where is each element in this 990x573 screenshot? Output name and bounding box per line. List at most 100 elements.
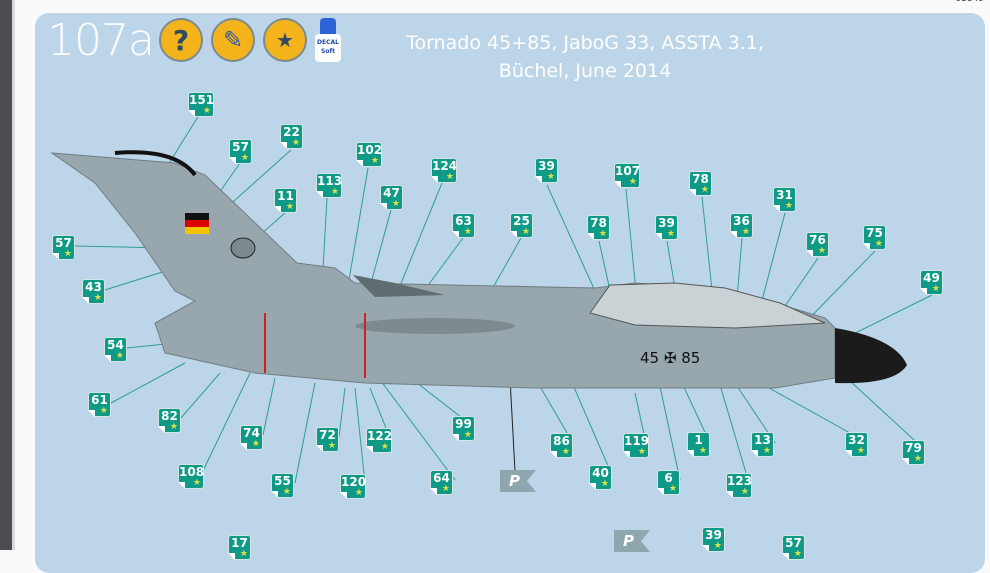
star-icon: ★: [445, 172, 454, 182]
flag-p: P: [614, 530, 650, 552]
decal-number-tag: 74★: [240, 425, 263, 450]
star-icon: ★: [370, 156, 379, 166]
star-icon: ★: [740, 487, 749, 497]
decal-number-tag: 17★: [228, 535, 251, 560]
star-icon: ★: [546, 172, 555, 182]
decal-number-tag: 119★: [623, 433, 650, 458]
star-icon: ★: [741, 227, 750, 237]
decal-number-tag: 57★: [52, 235, 75, 260]
aircraft-illustration: 45 ✠ 85: [50, 114, 933, 484]
star-icon: ★: [202, 106, 211, 116]
decal-number-tag: 123★: [726, 473, 753, 498]
paint-brush-icon: ✎: [211, 18, 255, 62]
decal-number-tag: 99★: [452, 416, 475, 441]
star-icon: ★: [698, 446, 707, 456]
decal-number-tag: 61★: [88, 392, 111, 417]
star-icon: ★: [330, 187, 339, 197]
decal-number-tag: 43★: [82, 279, 105, 304]
decal-number-tag: 39★: [655, 215, 678, 240]
star-icon: ★: [354, 488, 363, 498]
decal-number-tag: 36★: [730, 213, 753, 238]
star-icon: ★: [762, 446, 771, 456]
decal-number-tag: 120★: [340, 474, 367, 499]
aircraft: [50, 150, 907, 389]
title-line-1: Tornado 45+85, JaboG 33, ASSTA 3.1,: [406, 32, 764, 54]
decal-number-tag: 39★: [535, 158, 558, 183]
star-icon: ★: [713, 541, 722, 551]
decal-number-tag: 76★: [806, 232, 829, 257]
star-icon: ★: [441, 484, 450, 494]
decal-number-tag: 1★: [687, 432, 710, 457]
decal-number-tag: 72★: [316, 427, 339, 452]
star-icon: ★: [115, 351, 124, 361]
step-number: 107a: [47, 15, 155, 66]
decal-number-tag: 6★: [657, 470, 680, 495]
decal-number-tag: 47★: [380, 185, 403, 210]
decal-number-tag: 78★: [689, 171, 712, 196]
star-icon: ★: [291, 138, 300, 148]
decal-number-tag: 25★: [510, 213, 533, 238]
star-icon: ★: [628, 177, 637, 187]
star-icon: ★: [521, 227, 530, 237]
star-icon: ★: [700, 185, 709, 195]
star-icon: ★: [169, 422, 178, 432]
star-icon: ★: [99, 406, 108, 416]
star-icon: ★: [817, 246, 826, 256]
star-icon: ★: [192, 478, 201, 488]
decal-number-tag: 54★: [104, 337, 127, 362]
star-icon: ★: [240, 153, 249, 163]
star-icon: ★: [668, 484, 677, 494]
star-icon: ★: [327, 441, 336, 451]
decal-number-tag: 107★: [614, 163, 641, 188]
decal-number-tag: 82★: [158, 408, 181, 433]
decal-water-icon: ★: [263, 18, 307, 62]
decal-number-tag: 22★: [280, 124, 303, 149]
star-icon: ★: [793, 549, 802, 559]
decal-number-tag: 122★: [366, 428, 393, 453]
decal-number-tag: 39★: [702, 527, 725, 552]
decal-number-tag: 108★: [178, 464, 205, 489]
decal-number-tag: 13★: [751, 432, 774, 457]
decal-number-tag: 11★: [274, 188, 297, 213]
aircraft-title: Tornado 45+85, JaboG 33, ASSTA 3.1, Büch…: [395, 29, 775, 85]
star-icon: ★: [391, 199, 400, 209]
instruction-step-panel: 45 ✠ 85 107a ? ✎ ★ DECAL Soft Tornado 45…: [35, 13, 985, 573]
star-icon: ★: [93, 293, 102, 303]
title-line-2: Büchel, June 2014: [498, 60, 672, 82]
window-edge: [0, 0, 12, 550]
star-icon: ★: [600, 479, 609, 489]
decal-number-tag: 78★: [587, 215, 610, 240]
decal-number-tag: 151★: [188, 92, 215, 117]
flag-p: P: [500, 470, 536, 492]
star-icon: ★: [285, 202, 294, 212]
help-icon: ?: [159, 18, 203, 62]
star-icon: ★: [598, 229, 607, 239]
star-icon: ★: [666, 229, 675, 239]
star-icon: ★: [637, 447, 646, 457]
decal-number-tag: 49★: [920, 270, 943, 295]
decal-number-tag: 64★: [430, 470, 453, 495]
star-icon: ★: [380, 442, 389, 452]
decal-number-tag: 57★: [229, 139, 252, 164]
decal-number-tag: 31★: [773, 187, 796, 212]
star-icon: ★: [463, 227, 472, 237]
decal-number-tag: 124★: [431, 158, 458, 183]
decal-number-tag: 113★: [316, 173, 343, 198]
decal-number-tag: 32★: [845, 432, 868, 457]
star-icon: ★: [63, 249, 72, 259]
decal-number-tag: 63★: [452, 213, 475, 238]
decal-number-tag: 75★: [863, 225, 886, 250]
star-icon: ★: [784, 201, 793, 211]
decal-number-tag: 79★: [902, 440, 925, 465]
star-icon: ★: [931, 284, 940, 294]
aircraft-serial: 45 ✠ 85: [640, 349, 700, 367]
star-icon: ★: [282, 487, 291, 497]
star-icon: ★: [463, 430, 472, 440]
star-icon: ★: [874, 239, 883, 249]
page-code: 03849: [955, 0, 984, 4]
window-edge-border: [12, 0, 15, 550]
decal-number-tag: 55★: [271, 473, 294, 498]
star-icon: ★: [561, 447, 570, 457]
star-icon: ★: [856, 446, 865, 456]
star-icon: ★: [239, 549, 248, 559]
